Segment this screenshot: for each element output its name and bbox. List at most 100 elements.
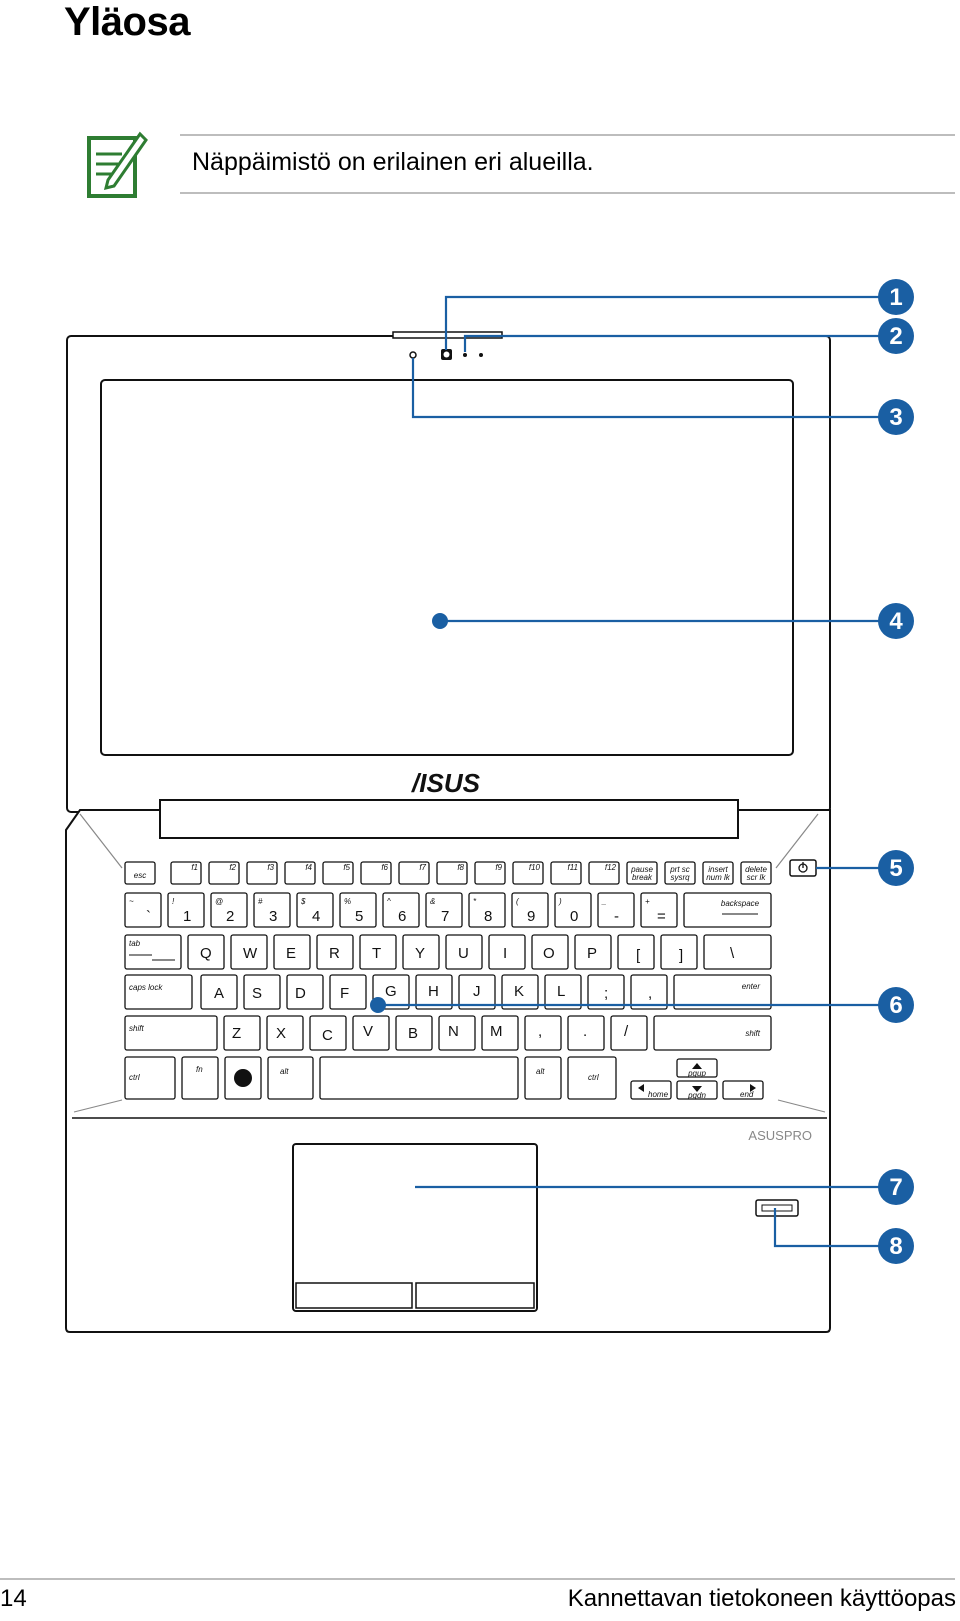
- key-v: [352, 1015, 390, 1051]
- key-slash-label: /: [624, 1023, 629, 1040]
- footer-title: Kannettavan tietokoneen käyttöopas: [567, 1585, 956, 1612]
- key-7: [425, 892, 463, 928]
- display-panel: [100, 379, 794, 756]
- hinge: [159, 799, 739, 839]
- key-backspace-label: backspace: [721, 899, 760, 908]
- windows-icon: [234, 1069, 252, 1087]
- key-i-label: I: [503, 945, 507, 962]
- key-8-label: 8: [484, 908, 492, 925]
- key-backslash-label: \: [730, 945, 735, 962]
- key-left-ctrl: [124, 1056, 176, 1100]
- key-f12-label: f12: [605, 863, 617, 872]
- key-i: [488, 934, 526, 970]
- key-a: [200, 974, 238, 1010]
- key-period-label: .: [583, 1023, 587, 1040]
- key-w: [230, 934, 268, 970]
- key-numlk-label: num lk: [706, 873, 731, 882]
- key-rbracket: [660, 934, 698, 970]
- shift-row: shift Z X C V B N M , . / shift: [124, 1015, 772, 1051]
- key-enter: [673, 974, 772, 1010]
- key-lparen-label: (: [516, 897, 520, 906]
- laptop-top-diagram: /ISUS ASUSPRO esc f1 f2: [65, 279, 914, 1333]
- key-b: [395, 1015, 433, 1051]
- key-y: [402, 934, 440, 970]
- callout-line-1: [444, 295, 880, 350]
- key-at-label: @: [215, 897, 223, 906]
- key-m-label: M: [490, 1023, 503, 1040]
- key-slash: [610, 1015, 648, 1051]
- key-esc-label: esc: [134, 871, 146, 880]
- key-v-label: V: [363, 1023, 373, 1040]
- key-3: [253, 892, 291, 928]
- qwerty-row: tab Q W E R T Y U I O P [ ]: [124, 934, 772, 970]
- key-f10: [512, 861, 544, 885]
- key-3-label: 3: [269, 908, 277, 925]
- callout-dot-4: [432, 613, 448, 629]
- key-backslash: [703, 934, 772, 970]
- key-sysrq-label: sysrq: [670, 873, 690, 882]
- key-s-label: S: [252, 985, 262, 1002]
- key-f9-label: f9: [495, 863, 502, 872]
- key-comma-label: ,: [538, 1023, 542, 1040]
- key-x: [266, 1015, 304, 1051]
- key-left-shift: [124, 1015, 218, 1051]
- key-end-label: end: [740, 1090, 754, 1099]
- key-f5-label: f5: [343, 863, 350, 872]
- key-y-label: Y: [415, 945, 425, 962]
- key-tilde-label: ~: [129, 897, 134, 906]
- key-pgdn-label: pgdn: [687, 1091, 706, 1100]
- key-f5: [322, 861, 354, 885]
- key-period: [567, 1015, 605, 1051]
- key-k-label: K: [514, 983, 524, 1000]
- key-left-ctrl-label: ctrl: [129, 1073, 140, 1082]
- callout-badge-7: [878, 1169, 914, 1205]
- key-j: [458, 974, 496, 1010]
- page-title: Yläosa: [64, 0, 190, 44]
- key-f4-label: f4: [305, 863, 312, 872]
- key-n: [438, 1015, 476, 1051]
- callout-badge-8: [878, 1228, 914, 1264]
- key-q: [187, 934, 225, 970]
- key-j-label: J: [473, 983, 481, 1000]
- key-dollar-label: $: [300, 897, 306, 906]
- key-amp-label: &: [430, 897, 435, 906]
- asuspro-brand: ASUSPRO: [748, 1128, 812, 1143]
- key-u-label: U: [458, 945, 469, 962]
- key-capslock-label: caps lock: [129, 983, 163, 992]
- key-prtsc-label: prt sc: [669, 865, 690, 874]
- asus-logo: /ISUS: [411, 768, 481, 798]
- key-esc: [124, 861, 156, 885]
- callout-badges: 1 2 3 4 5 6 7 8: [878, 279, 914, 1264]
- key-exclam-label: !: [172, 897, 175, 906]
- callout-6-label: 6: [889, 992, 902, 1019]
- key-f8: [436, 861, 468, 885]
- key-h: [415, 974, 453, 1010]
- callout-line-2: [463, 334, 880, 352]
- bottom-row: ctrl fn alt alt ctrl pgup home pgdn end: [124, 1056, 764, 1100]
- key-minus: [597, 892, 635, 928]
- key-equals: [640, 892, 678, 928]
- key-o: [531, 934, 569, 970]
- callout-badge-6: [878, 987, 914, 1023]
- key-right-ctrl-label: ctrl: [588, 1073, 599, 1082]
- key-pause-label: pause: [630, 865, 653, 874]
- key-f11-label: f11: [567, 863, 578, 872]
- key-t: [359, 934, 397, 970]
- key-f8-label: f8: [457, 863, 464, 872]
- key-l-label: L: [557, 983, 565, 1000]
- key-1-label: 1: [183, 908, 191, 925]
- callout-dot-6: [370, 997, 386, 1013]
- key-backspace: [683, 892, 772, 928]
- key-left-alt: [267, 1056, 314, 1100]
- key-p-label: P: [587, 945, 597, 962]
- key-e: [273, 934, 311, 970]
- key-insert-label: insert: [708, 865, 728, 874]
- key-f9: [474, 861, 506, 885]
- note-text: Näppäimistö on erilainen eri alueilla.: [192, 148, 594, 176]
- key-6-label: 6: [398, 908, 406, 925]
- key-k: [501, 974, 539, 1010]
- key-backtick-label: `: [146, 908, 151, 925]
- key-fn-label: fn: [196, 1065, 203, 1074]
- key-2: [210, 892, 248, 928]
- key-t-label: T: [372, 945, 381, 962]
